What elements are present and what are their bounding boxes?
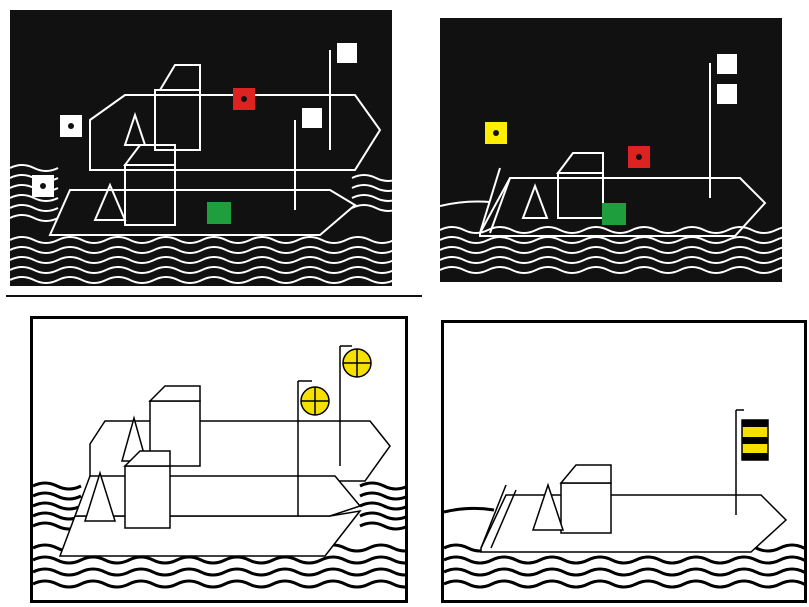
yellow-black-banded-cylinder xyxy=(742,420,768,460)
green-sidelight xyxy=(207,202,231,224)
panel-night-single-barge xyxy=(440,18,782,282)
green-sidelight xyxy=(602,203,626,225)
white-masthead-light xyxy=(717,54,737,74)
white-masthead-light xyxy=(302,108,322,128)
panel-night-twin-barges xyxy=(10,10,392,286)
white-masthead-light xyxy=(717,84,737,104)
panel-day-twin-barges xyxy=(30,316,408,603)
yellow-ball-shape xyxy=(343,349,371,377)
panel-day-single-barge xyxy=(441,320,807,603)
yellow-ball-shape xyxy=(301,387,329,415)
white-masthead-light xyxy=(337,43,357,63)
divider-line xyxy=(6,295,422,297)
